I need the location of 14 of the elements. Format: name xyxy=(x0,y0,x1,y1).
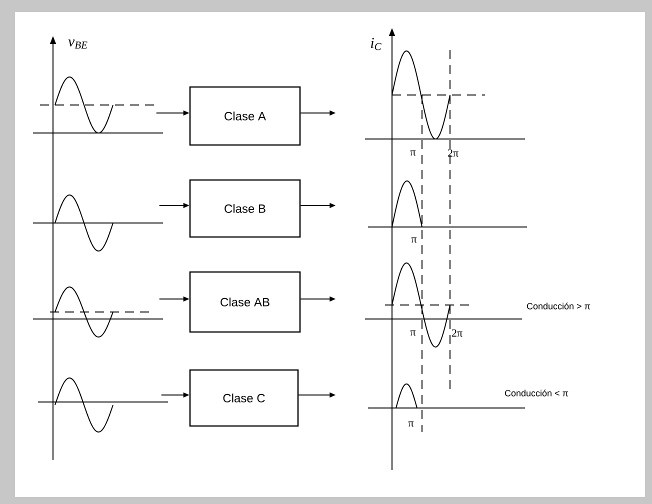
tick-label: π xyxy=(411,237,417,243)
process-box: Clase AB xyxy=(189,271,301,333)
axis-label: i$_{C}$ xyxy=(371,38,382,50)
note-text: Conducción < π xyxy=(504,390,568,396)
tick-label: 2π xyxy=(452,329,462,337)
axis-label: v$_{BE}$ xyxy=(68,39,88,49)
process-box: Clase B xyxy=(189,179,301,238)
tick-label: π xyxy=(410,150,416,156)
process-box: Clase A xyxy=(189,86,301,146)
note-text: Conducción > π xyxy=(526,302,590,310)
process-box: Clase C xyxy=(189,369,299,427)
tick-label: 2π xyxy=(448,149,458,157)
tick-label: π xyxy=(410,330,416,336)
tick-label: π xyxy=(408,421,414,427)
